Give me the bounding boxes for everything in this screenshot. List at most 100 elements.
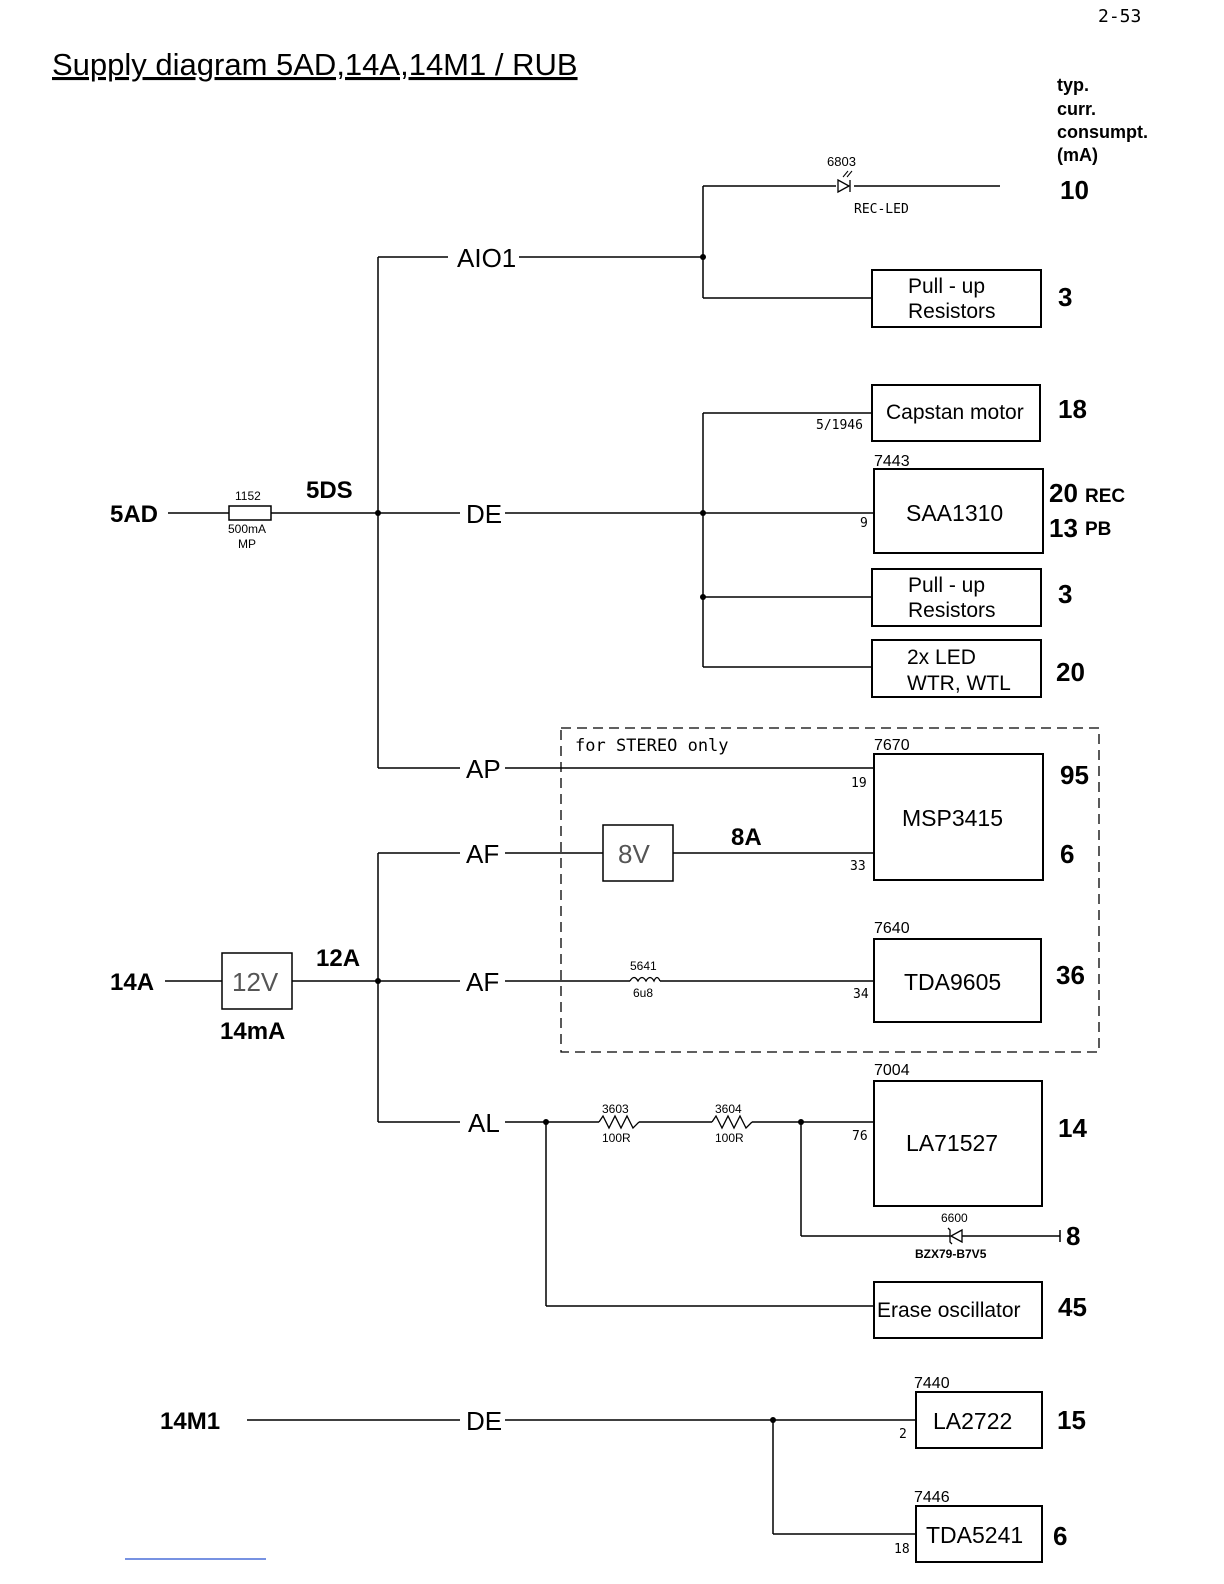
capstan-ref: 5/1946: [816, 418, 863, 433]
saa1310-current-pb: 13: [1049, 513, 1078, 543]
consumption-header-1: typ.: [1057, 75, 1089, 95]
msp3415-block: [873, 753, 1044, 881]
capstan-current: 18: [1058, 394, 1087, 424]
fuse-rating: 500mA: [228, 522, 266, 536]
supply-12a-label: 12A: [316, 945, 360, 972]
rail-ap-label: AP: [466, 754, 501, 784]
rail-de-label: DE: [466, 499, 502, 529]
coil-value: 6u8: [633, 986, 653, 1000]
consumption-header-4: (mA): [1057, 145, 1098, 165]
pullup-resistors-1-block: [871, 269, 1042, 328]
pullup-resistors-2-line1: Pull - up: [908, 574, 985, 597]
la2722-ref: 7440: [914, 1375, 950, 1392]
consumption-header-2: curr.: [1057, 99, 1096, 119]
rail-al-label: AL: [468, 1108, 500, 1138]
pullup-resistors-2-current: 3: [1058, 579, 1072, 609]
pullup-resistors-1-line2: Resistors: [908, 300, 996, 323]
supply-8a-label: 8A: [731, 824, 762, 851]
msp3415-ref: 7670: [874, 737, 910, 754]
la2722-label: LA2722: [933, 1408, 1012, 1434]
erase-oscillator-block: [873, 1281, 1043, 1339]
junction-dot: [375, 510, 381, 516]
msp3415-label: MSP3415: [902, 805, 1003, 831]
supply-5ad-label: 5AD: [110, 501, 158, 528]
zener-ref: 6600: [941, 1211, 968, 1225]
saa1310-ref: 7443: [874, 453, 910, 470]
resistor-3603-ref: 3603: [602, 1102, 629, 1116]
wires-5ad: [168, 185, 1000, 769]
tda5241-ref: 7446: [914, 1489, 950, 1506]
resistor-3603-icon: [598, 1114, 640, 1130]
resistor-3604-value: 100R: [715, 1131, 744, 1145]
led-name: REC-LED: [854, 202, 909, 217]
coil-ref: 5641: [630, 959, 657, 973]
rail-de-2-label: DE: [466, 1406, 502, 1436]
wires-14m1: [247, 1419, 916, 1535]
regulator-8v-label: 8V: [618, 839, 650, 869]
zener-value: BZX79-B7V5: [915, 1247, 987, 1261]
tda9605-block: [873, 938, 1042, 1023]
la71527-block: [873, 1080, 1043, 1207]
supply-5ds-label: 5DS: [306, 477, 353, 504]
fuse-icon: [228, 505, 272, 521]
capstan-motor-label: Capstan motor: [886, 401, 1024, 424]
led-ref: 6803: [827, 154, 856, 169]
zener-6600-icon: [947, 1227, 963, 1245]
saa1310-rec-label: REC: [1085, 486, 1125, 507]
tda5241-label: TDA5241: [926, 1522, 1023, 1548]
saa1310-pin: 9: [860, 516, 868, 531]
supply-14m1-label: 14M1: [160, 1408, 220, 1435]
led-wtr-wtl-line2: WTR, WTL: [907, 672, 1011, 695]
pullup-resistors-1-line1: Pull - up: [908, 275, 985, 298]
junction-dot: [700, 594, 706, 600]
junction-dot: [770, 1417, 776, 1423]
la71527-ref: 7004: [874, 1062, 910, 1079]
msp3415-pin-33: 33: [850, 859, 866, 874]
resistor-3603-value: 100R: [602, 1131, 631, 1145]
saa1310-label: SAA1310: [906, 500, 1003, 526]
la2722-block: [915, 1391, 1043, 1449]
saa1310-pb-label: PB: [1085, 519, 1111, 540]
tda5241-current: 6: [1053, 1521, 1067, 1551]
msp3415-pin-19: 19: [851, 776, 867, 791]
pullup-resistors-2-line2: Resistors: [908, 599, 996, 622]
capstan-motor-block: [871, 384, 1041, 442]
junction-dot: [798, 1119, 804, 1125]
tda5241-pin: 18: [894, 1542, 910, 1557]
stereo-only-region: [560, 727, 1100, 1053]
tda9605-pin: 34: [853, 987, 869, 1002]
fuse-ref: 1152: [235, 489, 261, 503]
pullup-resistors-1-current: 3: [1058, 282, 1072, 312]
page-number: 2-53: [1098, 6, 1141, 27]
msp3415-current-2: 6: [1060, 839, 1074, 869]
msp3415-current-1: 95: [1060, 760, 1089, 790]
la2722-pin: 2: [899, 1427, 907, 1442]
junction-dot: [700, 510, 706, 516]
rail-af-1-label: AF: [466, 839, 499, 869]
coil-5641-icon: [629, 976, 661, 983]
tda9605-label: TDA9605: [904, 969, 1001, 995]
la71527-current: 14: [1058, 1113, 1087, 1143]
la71527-label: LA71527: [906, 1130, 998, 1156]
led-wtr-wtl-current: 20: [1056, 657, 1085, 687]
rail-aio1-label: AIO1: [457, 243, 516, 273]
page-title: Supply diagram 5AD,14A,14M1 / RUB: [52, 47, 578, 82]
tda9605-current: 36: [1056, 960, 1085, 990]
led-6803-icon: [837, 170, 853, 194]
erase-oscillator-current: 45: [1058, 1292, 1087, 1322]
stereo-only-note: for STEREO only: [575, 736, 729, 756]
saa1310-block: [873, 468, 1044, 554]
led-current: 10: [1060, 175, 1089, 205]
zener-current: 8: [1066, 1221, 1080, 1251]
erase-oscillator-label: Erase oscillator: [877, 1299, 1021, 1322]
regulator-12v-current: 14mA: [220, 1018, 285, 1045]
consumption-header-3: consumpt.: [1057, 122, 1148, 142]
la71527-pin: 76: [852, 1129, 868, 1144]
la2722-current: 15: [1057, 1405, 1086, 1435]
supply-14a-label: 14A: [110, 969, 154, 996]
led-wtr-wtl-block: [871, 639, 1042, 698]
regulator-12v-label: 12V: [232, 967, 279, 997]
regulator-12v-block: [221, 952, 293, 1010]
junction-dot: [375, 978, 381, 984]
